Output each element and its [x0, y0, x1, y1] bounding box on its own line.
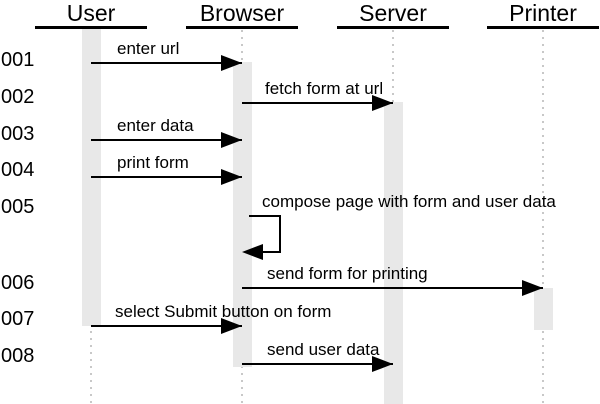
message-line — [91, 325, 242, 327]
actor-underline-user — [35, 26, 147, 29]
message-arrowhead-icon — [221, 132, 242, 148]
actor-underline-printer — [487, 26, 599, 29]
message-arrowhead-icon — [372, 95, 393, 111]
message-line — [249, 215, 281, 217]
message-row-number: 005 — [1, 196, 35, 218]
message-row-number: 007 — [1, 308, 35, 330]
message-row-number: 002 — [1, 86, 35, 108]
activation-bar-server — [384, 102, 403, 404]
message-line — [242, 102, 393, 104]
message-arrowhead-icon — [242, 244, 263, 260]
message-line — [242, 287, 543, 289]
lifeline-printer — [542, 30, 544, 404]
message-line — [91, 139, 242, 141]
actor-header-browser: Browser — [199, 0, 285, 26]
message-arrowhead-icon — [372, 356, 393, 372]
message-row-number: 001 — [1, 49, 35, 71]
activation-bar-printer — [534, 288, 553, 330]
actor-header-server: Server — [359, 0, 427, 26]
message-row-number: 008 — [1, 345, 35, 367]
actor-underline-browser — [186, 26, 298, 29]
actor-header-printer: Printer — [509, 0, 577, 26]
message-arrowhead-icon — [221, 318, 242, 334]
message-arrowhead-icon — [221, 169, 242, 185]
actor-underline-server — [337, 26, 449, 29]
message-line — [279, 215, 281, 253]
message-arrowhead-icon — [522, 280, 543, 296]
message-line — [91, 176, 242, 178]
message-label: compose page with form and user data — [262, 192, 556, 211]
message-label: enter data — [117, 116, 194, 135]
message-row-number: 004 — [1, 159, 35, 181]
message-label: send form for printing — [267, 264, 428, 283]
message-row-number: 003 — [1, 123, 35, 145]
message-line — [91, 62, 242, 64]
message-label: print form — [117, 153, 189, 172]
message-label: enter url — [117, 39, 180, 58]
message-row-number: 006 — [1, 272, 35, 294]
message-line — [260, 251, 281, 253]
actor-header-user: User — [66, 0, 116, 26]
message-label: send user data — [267, 340, 380, 359]
message-label: select Submit button on form — [115, 302, 332, 321]
message-arrowhead-icon — [221, 55, 242, 71]
message-label: fetch form at url — [265, 79, 384, 98]
message-line — [242, 363, 393, 365]
